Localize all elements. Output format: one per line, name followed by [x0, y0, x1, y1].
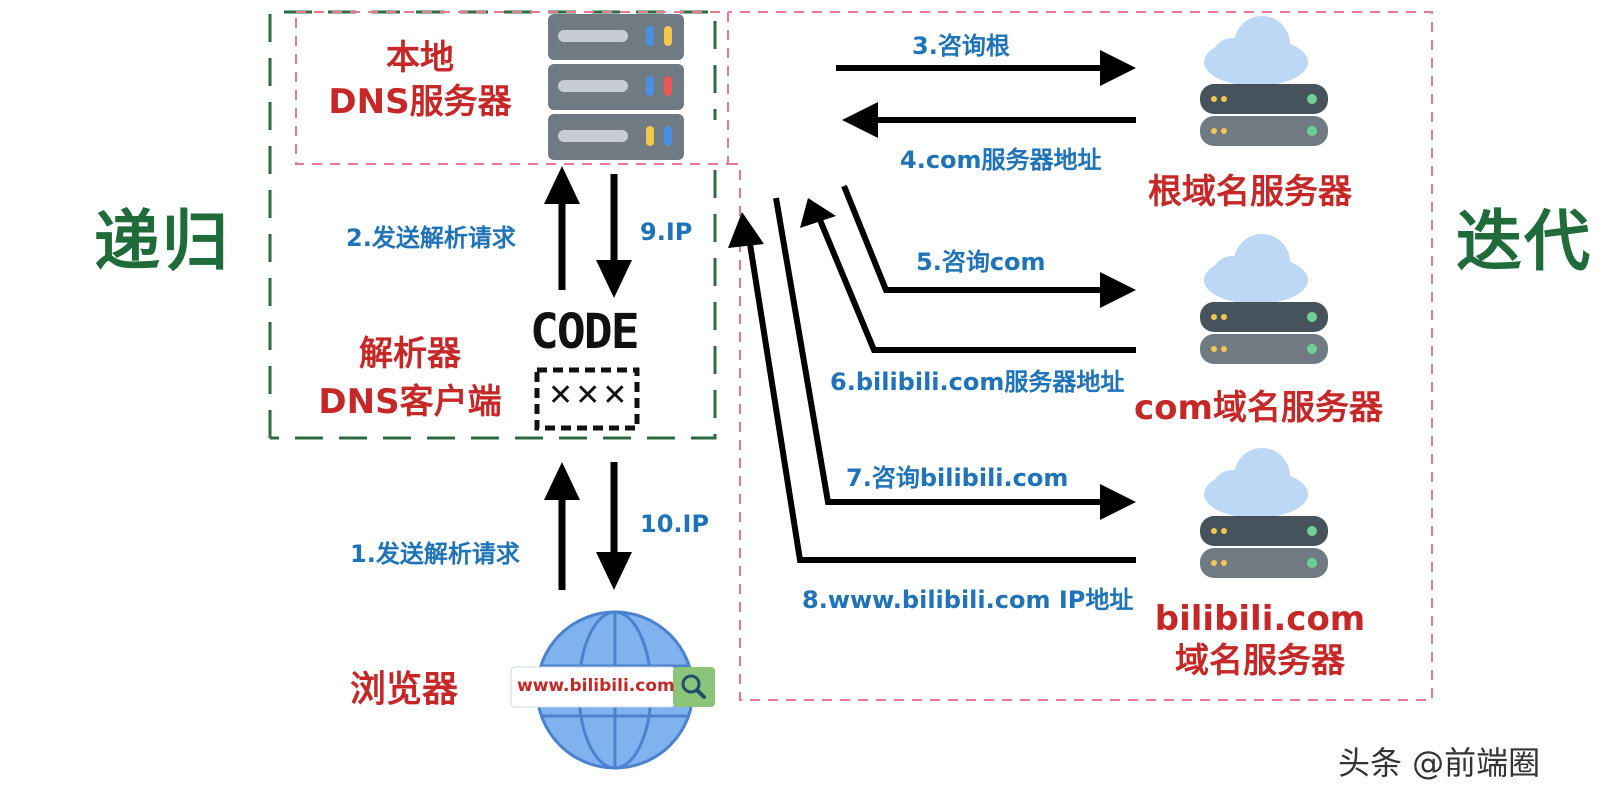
- com-server-label: com域名服务器: [1134, 388, 1383, 428]
- vertical-arrows: [544, 166, 632, 590]
- recursion-boundary: [268, 10, 717, 440]
- step-3-label: 3.咨询根: [912, 32, 1010, 60]
- iteration-arrows: [728, 50, 1136, 563]
- resolver-label: 解析器 DNS客户端: [300, 330, 520, 426]
- cloud-server-icon: [1200, 448, 1328, 578]
- step-1-label: 1.发送解析请求: [350, 540, 520, 568]
- step-10-label: 10.IP: [640, 510, 710, 538]
- search-icon: [681, 674, 701, 694]
- bilibili-server-label-line2: 域名服务器: [1175, 641, 1345, 681]
- step-8-label: 8.www.bilibili.com IP地址: [802, 586, 1134, 614]
- bilibili-server-label: bilibili.com 域名服务器: [1150, 598, 1370, 682]
- browser-url[interactable]: www.bilibili.com: [517, 676, 675, 696]
- local-dns-server-icon: [548, 14, 684, 160]
- code-xxx: ✕✕✕: [548, 378, 630, 413]
- recursion-label: 递归: [94, 203, 230, 280]
- resolver-label-line2: DNS客户端: [318, 382, 502, 422]
- bilibili-server-label-line1: bilibili.com: [1154, 599, 1366, 639]
- step-5-label: 5.咨询com: [916, 248, 1046, 276]
- root-server-label: 根域名服务器: [1148, 172, 1352, 212]
- cloud-server-icon: [1200, 234, 1328, 364]
- step-7-label: 7.咨询bilibili.com: [846, 464, 1069, 492]
- step-6-label: 6.bilibili.com服务器地址: [830, 368, 1125, 396]
- cloud-server-icon: [1200, 16, 1328, 146]
- local-dns-label-line1: 本地: [386, 38, 454, 78]
- local-dns-box: [295, 11, 729, 165]
- step-9-label: 9.IP: [640, 218, 693, 246]
- code-text: CODE: [530, 304, 640, 360]
- iteration-label: 迭代: [1456, 203, 1592, 280]
- browser-label: 浏览器: [350, 669, 459, 710]
- iteration-boundary: [728, 11, 1433, 701]
- code-icon: [534, 367, 640, 431]
- watermark: 头条 @前端圈: [1338, 744, 1541, 782]
- browser-search-bar[interactable]: [510, 666, 715, 708]
- local-dns-label-line2: DNS服务器: [328, 82, 512, 122]
- resolver-label-line1: 解析器: [359, 334, 461, 374]
- step-4-label: 4.com服务器地址: [900, 146, 1102, 174]
- local-dns-label: 本地 DNS服务器: [310, 36, 530, 124]
- step-2-label: 2.发送解析请求: [346, 224, 516, 252]
